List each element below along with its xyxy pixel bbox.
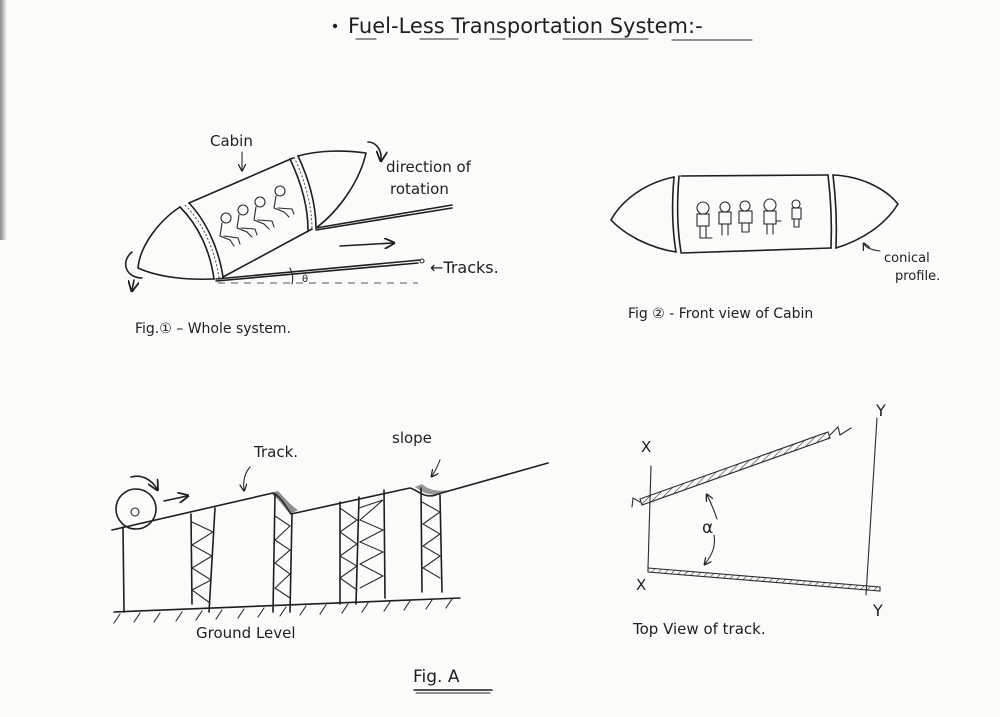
fig1-front-band-edge [297, 155, 317, 229]
profile-pointer-arrow-icon [864, 244, 881, 252]
passenger [236, 204, 258, 238]
fig2-left-band [671, 175, 682, 253]
fig1-upper-track [315, 204, 453, 231]
rotation-arrow-front-icon [367, 141, 381, 160]
fig1-caption: Fig.① – Whole system. [135, 321, 291, 337]
fig4-x-top-label: X [641, 438, 651, 456]
paper-edge-shadow [0, 0, 7, 240]
fig1-lower-track [215, 259, 421, 282]
fig2-right-band [827, 174, 838, 249]
truss-pillar [338, 489, 386, 605]
fig2-right-cone [832, 174, 899, 249]
fig3-track-label: Track. [253, 443, 298, 461]
slope-pointer-arrow-icon [432, 459, 441, 476]
fig1-angle-arc [289, 267, 294, 285]
passenger [696, 201, 713, 239]
fig4-y-axis-line [865, 417, 878, 596]
fig1-cabin [137, 150, 367, 281]
bullet-icon [332, 23, 338, 29]
fig1-rotation-label-line2: rotation [390, 180, 449, 198]
passenger [219, 212, 241, 247]
fig1-rear-band-edge [188, 202, 224, 278]
fig2-front-view: conical profile. Fig ② - Front view of C… [610, 174, 940, 322]
fig4-upper-rail [639, 431, 831, 506]
fig4-lower-rail [647, 567, 881, 592]
passenger [718, 201, 732, 236]
fig1-front-band [289, 158, 309, 231]
fig1-angle-label: θ [302, 274, 308, 285]
fig4-x-bottom-label: X [636, 576, 646, 594]
fig1-rear-band [179, 206, 215, 280]
fig1-whole-system: θ Cabin direction of rotation ←Tracks. F… [126, 132, 499, 337]
fig2-caption: Fig ② - Front view of Cabin [628, 306, 813, 322]
passenger [791, 199, 802, 228]
truss-pillar [190, 507, 216, 613]
motion-arrow-icon [339, 243, 393, 246]
fig4-upper-rail-break [829, 425, 852, 436]
figure-a-caption-block: Fig. A [413, 667, 493, 694]
passenger [253, 196, 275, 230]
wheel [115, 488, 157, 530]
fig3-track-side-view: Track. slope Ground Level [111, 429, 549, 642]
wheel-axle [130, 507, 140, 517]
alpha-arrow-up-icon [707, 495, 718, 520]
fig3-ground-label: Ground Level [196, 624, 296, 642]
fig4-track-top-view: α X X Y Y Top View of track. [631, 401, 886, 638]
passenger [273, 185, 295, 218]
fig1-rotation-label-line1: direction of [386, 158, 472, 176]
fig4-alpha-label: α [702, 518, 713, 538]
fig1-front-cone [297, 150, 367, 229]
fig1-rear-cone [137, 206, 215, 281]
fig2-cabin-bottom [680, 247, 832, 254]
fig3-track-line [111, 462, 549, 531]
wheel-motion-arrow-icon [163, 496, 187, 501]
fig3-pillars [122, 487, 443, 613]
fig4-x-axis-line [647, 465, 652, 569]
fig1-cabin-label: Cabin [210, 132, 253, 150]
fig2-cabin-top [680, 174, 829, 177]
ground-hatching [113, 598, 453, 624]
page-title: Fuel-Less Transportation System:- [348, 14, 703, 38]
fig1-cabin-top [188, 157, 294, 204]
fig2-profile-label-line1: conical [884, 251, 930, 266]
fig4-y-top-label: Y [875, 401, 886, 420]
fig1-passengers [219, 185, 295, 247]
fig4-upper-rail-break [631, 497, 641, 508]
alpha-arrow-down-icon [705, 534, 716, 564]
passenger [763, 198, 782, 235]
fig4-y-bottom-label: Y [872, 601, 883, 620]
fig2-left-cone [610, 176, 677, 253]
truss-pillar [272, 493, 293, 613]
pillar [122, 526, 125, 613]
track-pointer-arrow-icon [244, 466, 251, 490]
fig2-profile-label-line2: profile. [895, 269, 940, 284]
truss-pillar [420, 487, 443, 593]
rotation-arrow-rear-icon [126, 251, 143, 290]
fig3-slope-label: slope [392, 429, 432, 447]
fig2-passengers [696, 198, 802, 239]
title-block: Fuel-Less Transportation System:- [332, 14, 753, 41]
ground-line [113, 597, 461, 613]
passenger [738, 200, 753, 233]
wheel-rotation-arrow-icon [130, 475, 157, 489]
fig1-tracks-label: ←Tracks. [430, 258, 499, 277]
fig4-caption: Top View of track. [632, 620, 766, 638]
figure-a-caption: Fig. A [413, 667, 460, 687]
fig1-cabin-bottom [222, 228, 313, 278]
